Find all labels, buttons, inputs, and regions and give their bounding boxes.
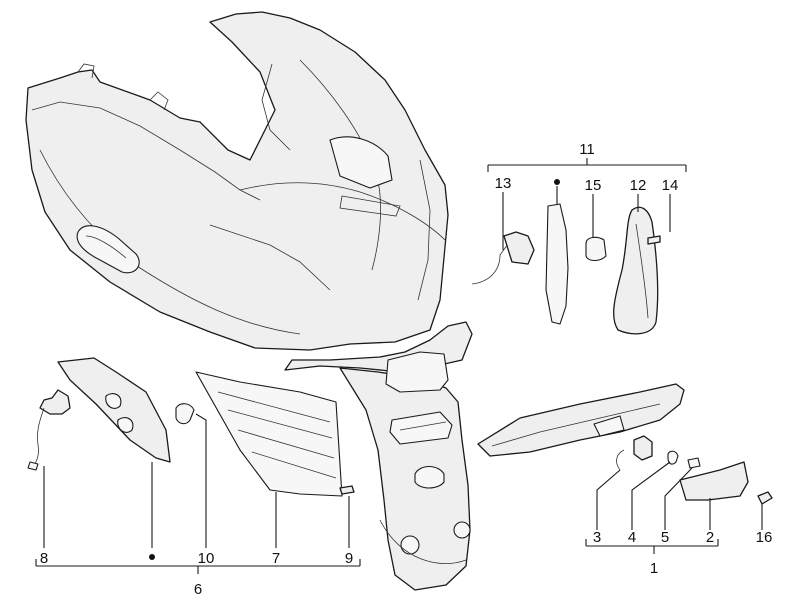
callout-8: 8: [40, 550, 48, 567]
callout-16: 16: [756, 529, 773, 546]
rear-body-cowl: [25, 11, 449, 351]
callout-2: 2: [706, 529, 714, 546]
callout-4: 4: [628, 529, 636, 546]
reference-dot-6: [149, 554, 155, 560]
rear-mudguard: [284, 321, 473, 591]
callout-3: 3: [593, 529, 601, 546]
callout-14: 14: [662, 177, 679, 194]
left-lamp-group: [27, 357, 355, 497]
callout-6: 6: [194, 581, 202, 598]
reference-dot-11: [554, 179, 560, 185]
right-lamp-group: [477, 383, 773, 505]
upper-right-lamp-group: [471, 203, 661, 335]
callout-labels: 11 13 15 12 14 8 10 7 9 6 3 4 5 2 16 1: [40, 141, 773, 598]
callout-7: 7: [272, 550, 280, 567]
callout-10: 10: [198, 550, 215, 567]
callout-9: 9: [345, 550, 353, 567]
callout-5: 5: [661, 529, 669, 546]
callout-1: 1: [650, 560, 658, 577]
callout-15: 15: [585, 177, 602, 194]
callout-leaders: [35, 158, 763, 574]
callout-13: 13: [495, 175, 512, 192]
callout-11: 11: [579, 141, 595, 158]
callout-12: 12: [630, 177, 647, 194]
